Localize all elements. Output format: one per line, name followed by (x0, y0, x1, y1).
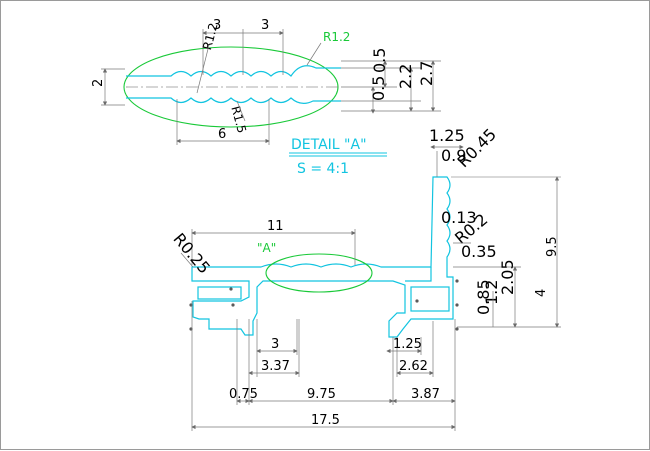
dim-6: 6 (218, 127, 226, 142)
dim-0-85: 0.85 (474, 279, 493, 315)
dim-0-35: 0.35 (461, 242, 497, 261)
dim-3-87: 3.87 (411, 387, 440, 402)
dim-11: 11 (267, 219, 284, 234)
detail-a-ellipse (265, 253, 373, 293)
dim-2: 2 (91, 79, 106, 87)
profile-section-view: "A" 11 R0.25 1.25 0.9 R0.45 0.13 R0.2 0.… (169, 125, 561, 431)
dim-3: 3 (271, 337, 279, 352)
label-r1-2-rotated: R1.2 (200, 21, 221, 51)
dim-9-75: 9.75 (307, 387, 336, 402)
left-cavity (197, 286, 242, 300)
right-cavity (410, 286, 450, 312)
dim-2-05: 2.05 (498, 259, 517, 295)
dim-17-5: 17.5 (311, 413, 340, 428)
dim-0-5b: 0.5 (369, 76, 388, 101)
dim-2-2: 2.2 (396, 64, 415, 89)
detail-title-block: DETAIL "A" S = 4:1 (289, 137, 387, 177)
dim-1-25-bottom: 1.25 (393, 337, 422, 352)
detail-upper-profile (126, 65, 341, 77)
detail-lower-profile (126, 97, 341, 104)
dim-4: 4 (534, 289, 549, 297)
dim-0-13: 0.13 (441, 208, 477, 227)
detail-title: DETAIL "A" (291, 137, 367, 153)
label-r1-2: R1.2 (323, 30, 350, 44)
dim-9-5: 9.5 (545, 236, 560, 257)
dim-2-7: 2.7 (417, 61, 436, 86)
dim-3-37: 3.37 (261, 359, 290, 374)
dim-3a: 3 (213, 18, 221, 33)
dim-0-9: 0.9 (441, 146, 466, 165)
dim-1-2: 1.2 (482, 280, 501, 305)
main-profile-outline (191, 176, 454, 338)
label-r1-5-rotated: R1.5 (228, 104, 249, 134)
dim-0-75: 0.75 (229, 387, 258, 402)
dim-1-25-top: 1.25 (429, 126, 465, 145)
dim-3b: 3 (261, 18, 269, 33)
detail-a-view: 3 3 R1.2 R1.2 6 R1.5 2 0.5 0.5 2.2 2.7 (91, 18, 441, 145)
label-a: "A" (257, 241, 276, 255)
dim-0-5a: 0.5 (370, 48, 389, 73)
dim-2-62: 2.62 (399, 359, 428, 374)
detail-scale: S = 4:1 (297, 161, 349, 177)
